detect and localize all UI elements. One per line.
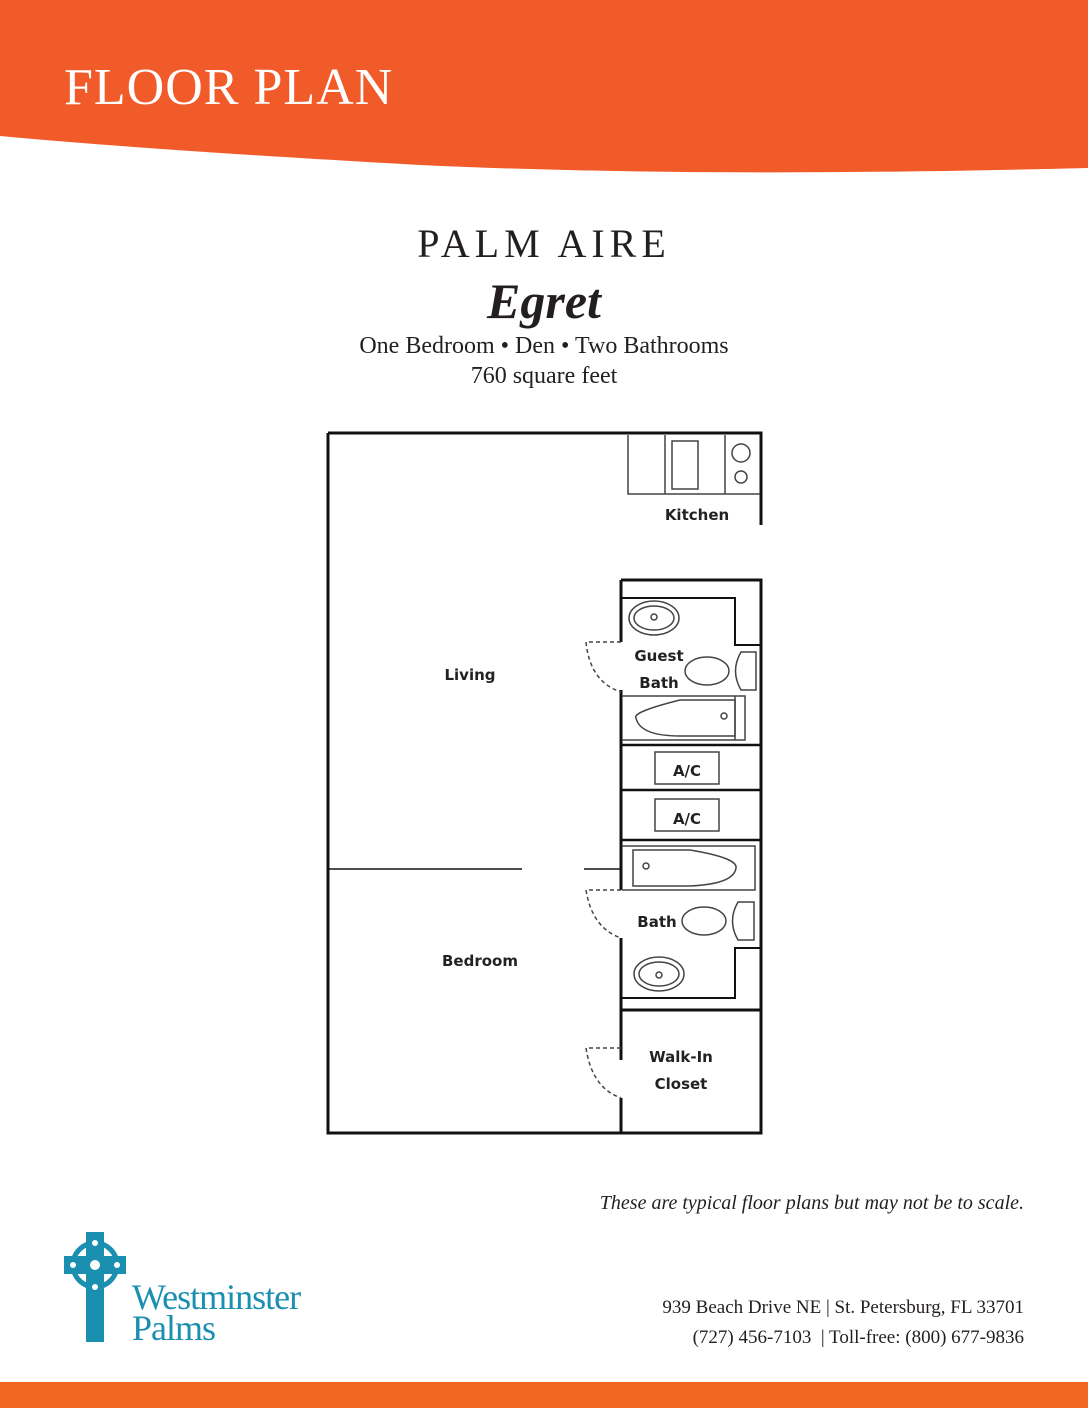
room-label-guest-bath: Bath: [639, 674, 678, 692]
room-label-ac-2: A/C: [673, 810, 701, 828]
address: 939 Beach Drive NE | St. Petersburg, FL …: [662, 1297, 1024, 1318]
page-title: FLOOR PLAN: [64, 59, 394, 116]
phone-numbers: (727) 456-7103 | Toll-free: (800) 677-98…: [692, 1327, 1024, 1348]
celtic-cross-icon: [64, 1232, 126, 1342]
community-name: PALM AIRE: [417, 221, 671, 266]
logo-line-1: Westminster: [132, 1277, 301, 1317]
logo-line-2: Palms: [132, 1308, 216, 1348]
model-name: Egret: [487, 273, 601, 329]
header-banner: [0, 0, 1088, 173]
disclaimer: These are typical floor plans but may no…: [599, 1192, 1024, 1214]
room-label-walk-in: Walk-In: [649, 1048, 713, 1066]
unit-description: One Bedroom • Den • Two Bathrooms: [359, 333, 729, 359]
room-label-bedroom: Bedroom: [442, 952, 518, 970]
room-label-bath: Bath: [637, 913, 676, 931]
footer-bar: [0, 1382, 1088, 1408]
room-label-kitchen: Kitchen: [665, 506, 729, 524]
room-label-closet: Closet: [655, 1075, 708, 1093]
room-label-ac-1: A/C: [673, 762, 701, 780]
room-label-living: Living: [444, 666, 495, 684]
westminster-palms-logo: Westminster Palms: [62, 1230, 332, 1348]
room-label-guest: Guest: [634, 647, 683, 665]
unit-area: 760 square feet: [470, 363, 618, 389]
